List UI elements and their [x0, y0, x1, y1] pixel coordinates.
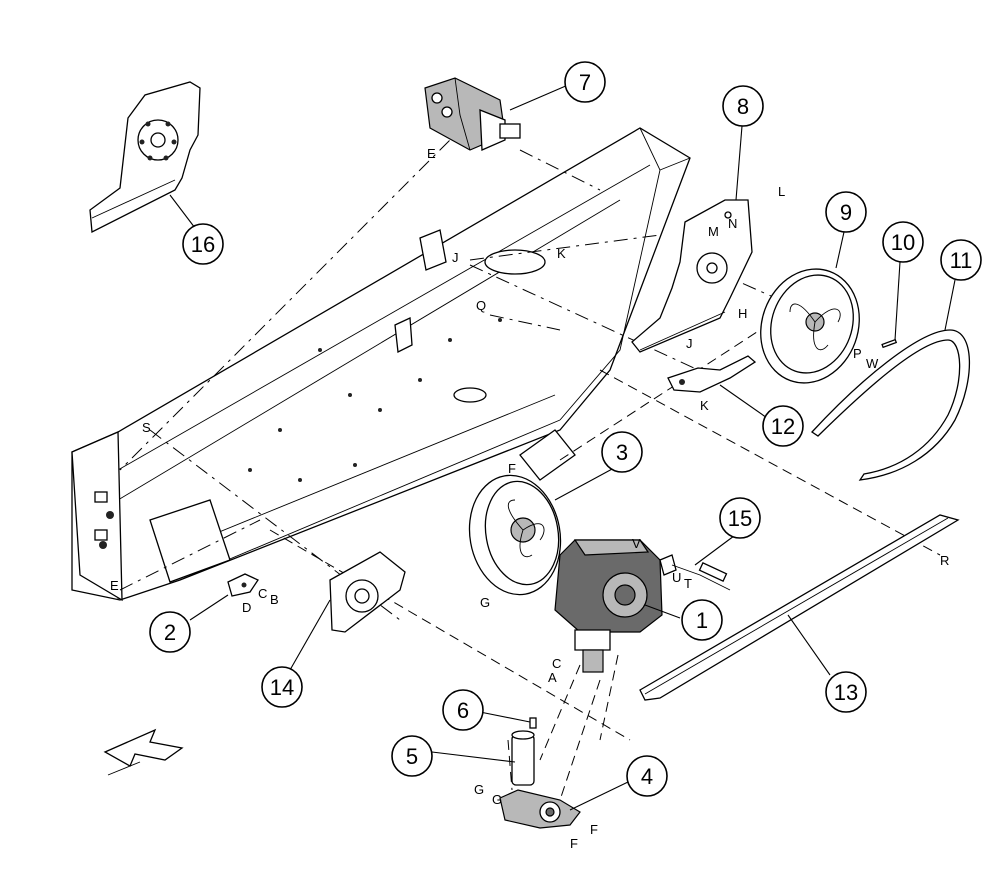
- letter-label: P: [853, 346, 862, 361]
- letter-label: K: [557, 246, 566, 261]
- callout-leaders: [169, 84, 956, 811]
- letter-label: K: [700, 398, 709, 413]
- callout-number: 9: [840, 200, 852, 225]
- letter-label: F: [590, 822, 598, 837]
- letter-label: U: [672, 570, 681, 585]
- letter-label: D: [242, 600, 251, 615]
- letter-label: E: [427, 146, 436, 161]
- callout-number: 1: [696, 608, 708, 633]
- callout-11: 11: [940, 239, 982, 281]
- callout-number: 8: [737, 94, 749, 119]
- letter-label: S: [142, 420, 151, 435]
- letter-label: C: [258, 586, 267, 601]
- callout-2: 2: [149, 611, 191, 653]
- callout-number: 4: [641, 764, 653, 789]
- callout-number: 7: [579, 70, 591, 95]
- callout-1: 1: [681, 599, 723, 641]
- callout-5: 5: [391, 735, 433, 777]
- letter-label: R: [940, 553, 949, 568]
- part-16-shield: [89, 81, 201, 234]
- part-5-spacer: [511, 730, 535, 786]
- letter-label: G: [480, 595, 490, 610]
- letter-label: F: [570, 836, 578, 851]
- part-1-gearbox: [554, 539, 663, 673]
- letter-label: M: [708, 224, 719, 239]
- letter-label: V: [632, 536, 641, 551]
- callout-number: 6: [457, 698, 469, 723]
- letter-label: J: [452, 250, 459, 265]
- letter-label: E: [110, 578, 119, 593]
- part-6-grease-fitting: [529, 717, 537, 729]
- letter-label: T: [684, 576, 692, 591]
- callout-16: 16: [182, 223, 224, 265]
- callout-14: 14: [261, 666, 303, 708]
- callout-15: 15: [719, 497, 761, 539]
- front-direction-arrow-icon: [103, 728, 184, 776]
- part-9-driven-sheave: [760, 268, 860, 384]
- callout-3: 3: [601, 431, 643, 473]
- part-2-small-plate: [227, 573, 259, 597]
- callout-9: 9: [825, 191, 867, 233]
- letter-label: N: [728, 216, 737, 231]
- letter-label: B: [270, 592, 279, 607]
- part-4-hub: [499, 789, 581, 829]
- callout-number: 10: [891, 230, 915, 255]
- callout-7: 7: [564, 61, 606, 103]
- part-7-hydraulic-motor: [424, 77, 521, 151]
- reference-letters: E N L M J K Q H J K P W S F V U T R E C …: [110, 146, 949, 851]
- callout-number: 15: [728, 506, 752, 531]
- letter-label: G: [492, 792, 502, 807]
- letter-label: C: [552, 656, 561, 671]
- callout-number: 11: [950, 248, 973, 273]
- callout-13: 13: [825, 671, 867, 713]
- part-15-sensor: [659, 554, 731, 591]
- letter-label: F: [508, 461, 516, 476]
- part-3-drive-sheave: [468, 474, 562, 596]
- main-frame: [71, 127, 691, 602]
- letter-label: H: [738, 306, 747, 321]
- callout-number: 12: [771, 414, 795, 439]
- letter-label: A: [548, 670, 557, 685]
- letter-label: J: [686, 336, 693, 351]
- callout-number: 2: [164, 620, 176, 645]
- callout-4: 4: [626, 755, 668, 797]
- callout-number: 14: [270, 675, 294, 700]
- callout-10: 10: [882, 221, 924, 263]
- part-14-plate: [329, 551, 406, 633]
- callout-6: 6: [442, 689, 484, 731]
- letter-label: Q: [476, 298, 486, 313]
- callout-number: 5: [406, 744, 418, 769]
- callout-number: 13: [834, 680, 858, 705]
- callout-number: 16: [191, 232, 215, 257]
- part-13-long-shield: [639, 514, 960, 701]
- callout-8: 8: [722, 85, 764, 127]
- part-12-bracket: [667, 355, 757, 393]
- letter-label: G: [474, 782, 484, 797]
- letter-label: W: [866, 356, 879, 371]
- part-10-key: [881, 338, 898, 349]
- callout-12: 12: [762, 405, 804, 447]
- letter-label: L: [778, 184, 785, 199]
- callout-number: 3: [616, 440, 628, 465]
- part-11-v-belt: [811, 329, 971, 481]
- part-8-mounting-plate: [631, 199, 753, 353]
